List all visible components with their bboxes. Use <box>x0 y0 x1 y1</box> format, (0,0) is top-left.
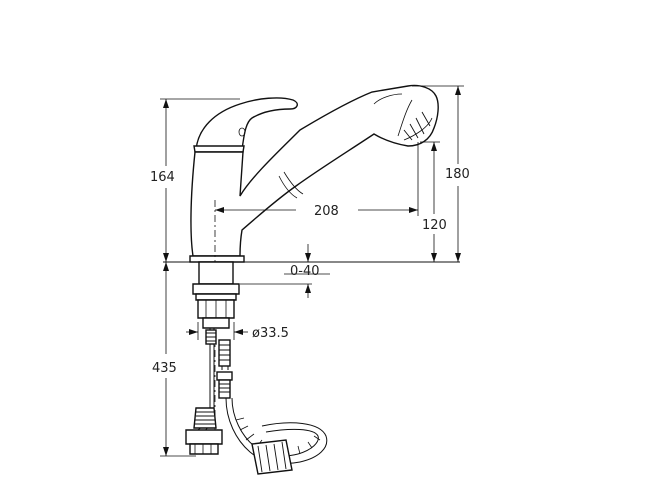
dim-label-diameter: ø33.5 <box>252 326 289 341</box>
lever-handle <box>195 97 298 151</box>
dim-label-435: 435 <box>152 361 177 376</box>
faucet-body <box>189 84 439 263</box>
dim-height-right: 180 <box>412 85 470 262</box>
faucet-base <box>189 255 245 263</box>
dim-label-120: 120 <box>422 218 447 233</box>
pull-out-hose <box>225 397 328 465</box>
flexible-hoses <box>185 328 328 475</box>
dim-hose-length: 435 <box>152 262 196 457</box>
hose-weight <box>251 439 293 475</box>
handle-cap <box>193 145 245 153</box>
dim-label-208: 208 <box>314 204 339 219</box>
dim-label-164: 164 <box>150 170 175 185</box>
mounting-assembly <box>163 261 460 329</box>
dim-adjust: 0-40 <box>240 244 330 298</box>
dim-diameter: ø33.5 <box>186 322 289 341</box>
dim-spout-height: 120 <box>420 141 447 262</box>
spray-head-detail <box>373 93 433 141</box>
dim-height-left: 164 <box>150 98 240 262</box>
dim-label-0-40: 0-40 <box>290 264 320 279</box>
dim-reach: 208 <box>215 142 419 219</box>
body-column <box>190 84 439 257</box>
dim-label-180: 180 <box>445 167 470 182</box>
spout-ring <box>278 171 304 199</box>
